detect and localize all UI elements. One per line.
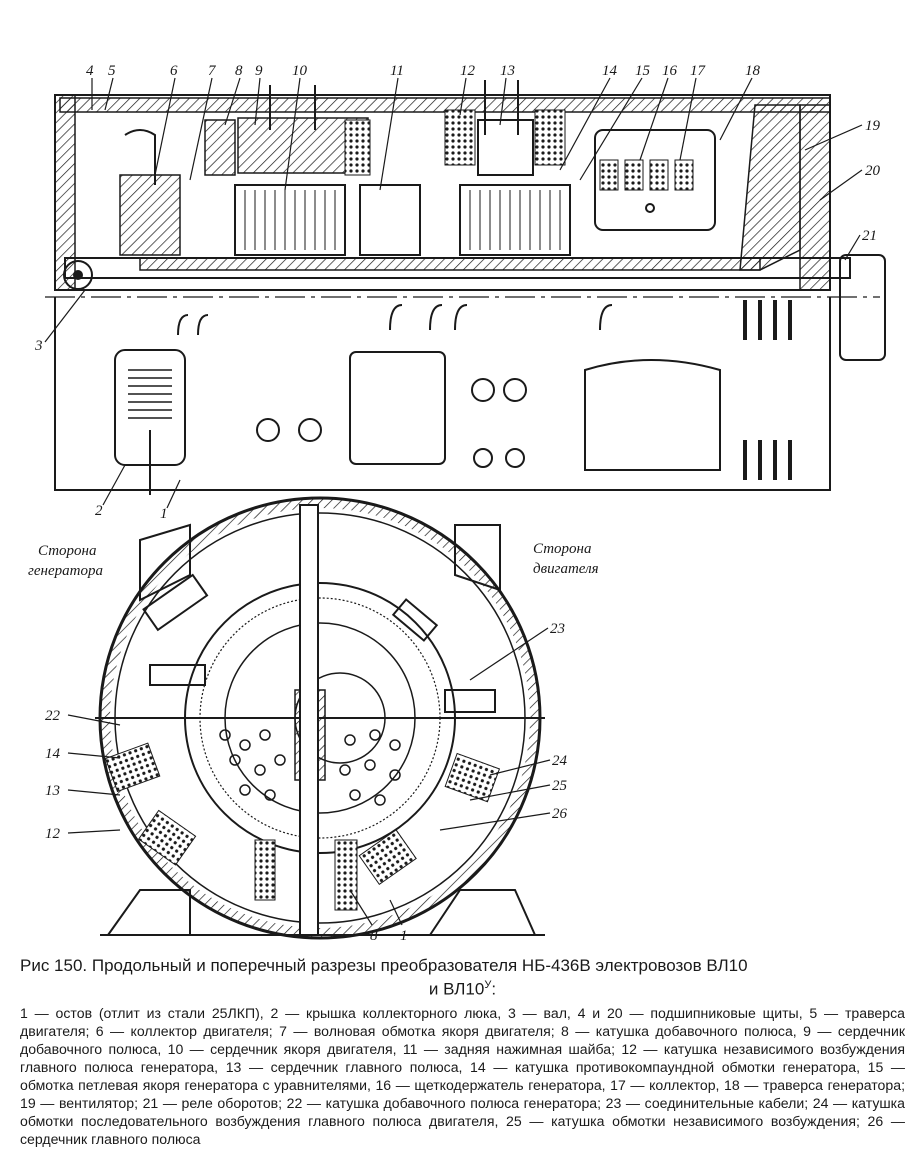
callout-11: 11 [390, 63, 404, 79]
side-motor-line2: двигателя [533, 561, 599, 577]
callout-21: 21 [862, 228, 877, 244]
caption-legend: 1 — остов (отлит из стали 25ЛКП), 2 — кр… [20, 1004, 905, 1147]
callout-14b: 14 [45, 746, 61, 762]
caption-title-line2: и ВЛ10У: [20, 975, 905, 1000]
callout-3: 3 [34, 338, 43, 354]
callout-10: 10 [292, 63, 308, 79]
callout-7: 7 [208, 63, 217, 79]
callout-5: 5 [108, 63, 116, 79]
callout-20: 20 [865, 163, 881, 179]
figure-caption: Рис 150. Продольный и поперечный разрезы… [20, 955, 905, 1170]
callout-12b: 12 [45, 826, 61, 842]
callout-2: 2 [95, 503, 103, 519]
callout-4: 4 [86, 63, 94, 79]
caption-title-colon: : [491, 979, 497, 999]
caption-title-line2-text: и ВЛ10 [428, 979, 485, 999]
callout-14: 14 [602, 63, 618, 79]
callout-25: 25 [552, 778, 568, 794]
callout-13b: 13 [45, 783, 60, 799]
cross-section [95, 496, 545, 940]
callout-1: 1 [160, 506, 168, 522]
callout-6: 6 [170, 63, 178, 79]
callout-24: 24 [552, 753, 568, 769]
callout-8b: 8 [370, 928, 378, 944]
converter-cross-section-drawing: 4 5 6 7 8 9 10 11 12 13 14 15 16 17 18 1… [28, 63, 886, 944]
callout-23: 23 [550, 621, 565, 637]
longitudinal-section [45, 80, 886, 495]
callout-1b: 1 [400, 928, 408, 944]
caption-title-sup: У [484, 979, 492, 991]
side-generator-line1: Сторона [38, 543, 97, 559]
callout-13: 13 [500, 63, 515, 79]
callout-17: 17 [690, 63, 707, 79]
side-motor-line1: Сторона [533, 541, 592, 557]
callout-9: 9 [255, 63, 263, 79]
caption-title: Рис 150. Продольный и поперечный разрезы… [20, 956, 748, 975]
callout-19: 19 [865, 118, 881, 134]
callout-22: 22 [45, 708, 61, 724]
side-generator-line2: генератора [28, 563, 103, 579]
callout-18: 18 [745, 63, 761, 79]
callout-26: 26 [552, 806, 568, 822]
callout-8: 8 [235, 63, 243, 79]
callout-16: 16 [662, 63, 678, 79]
callout-12: 12 [460, 63, 476, 79]
callout-15: 15 [635, 63, 651, 79]
callout-labels: 4 5 6 7 8 9 10 11 12 13 14 15 16 17 18 1… [28, 63, 881, 944]
